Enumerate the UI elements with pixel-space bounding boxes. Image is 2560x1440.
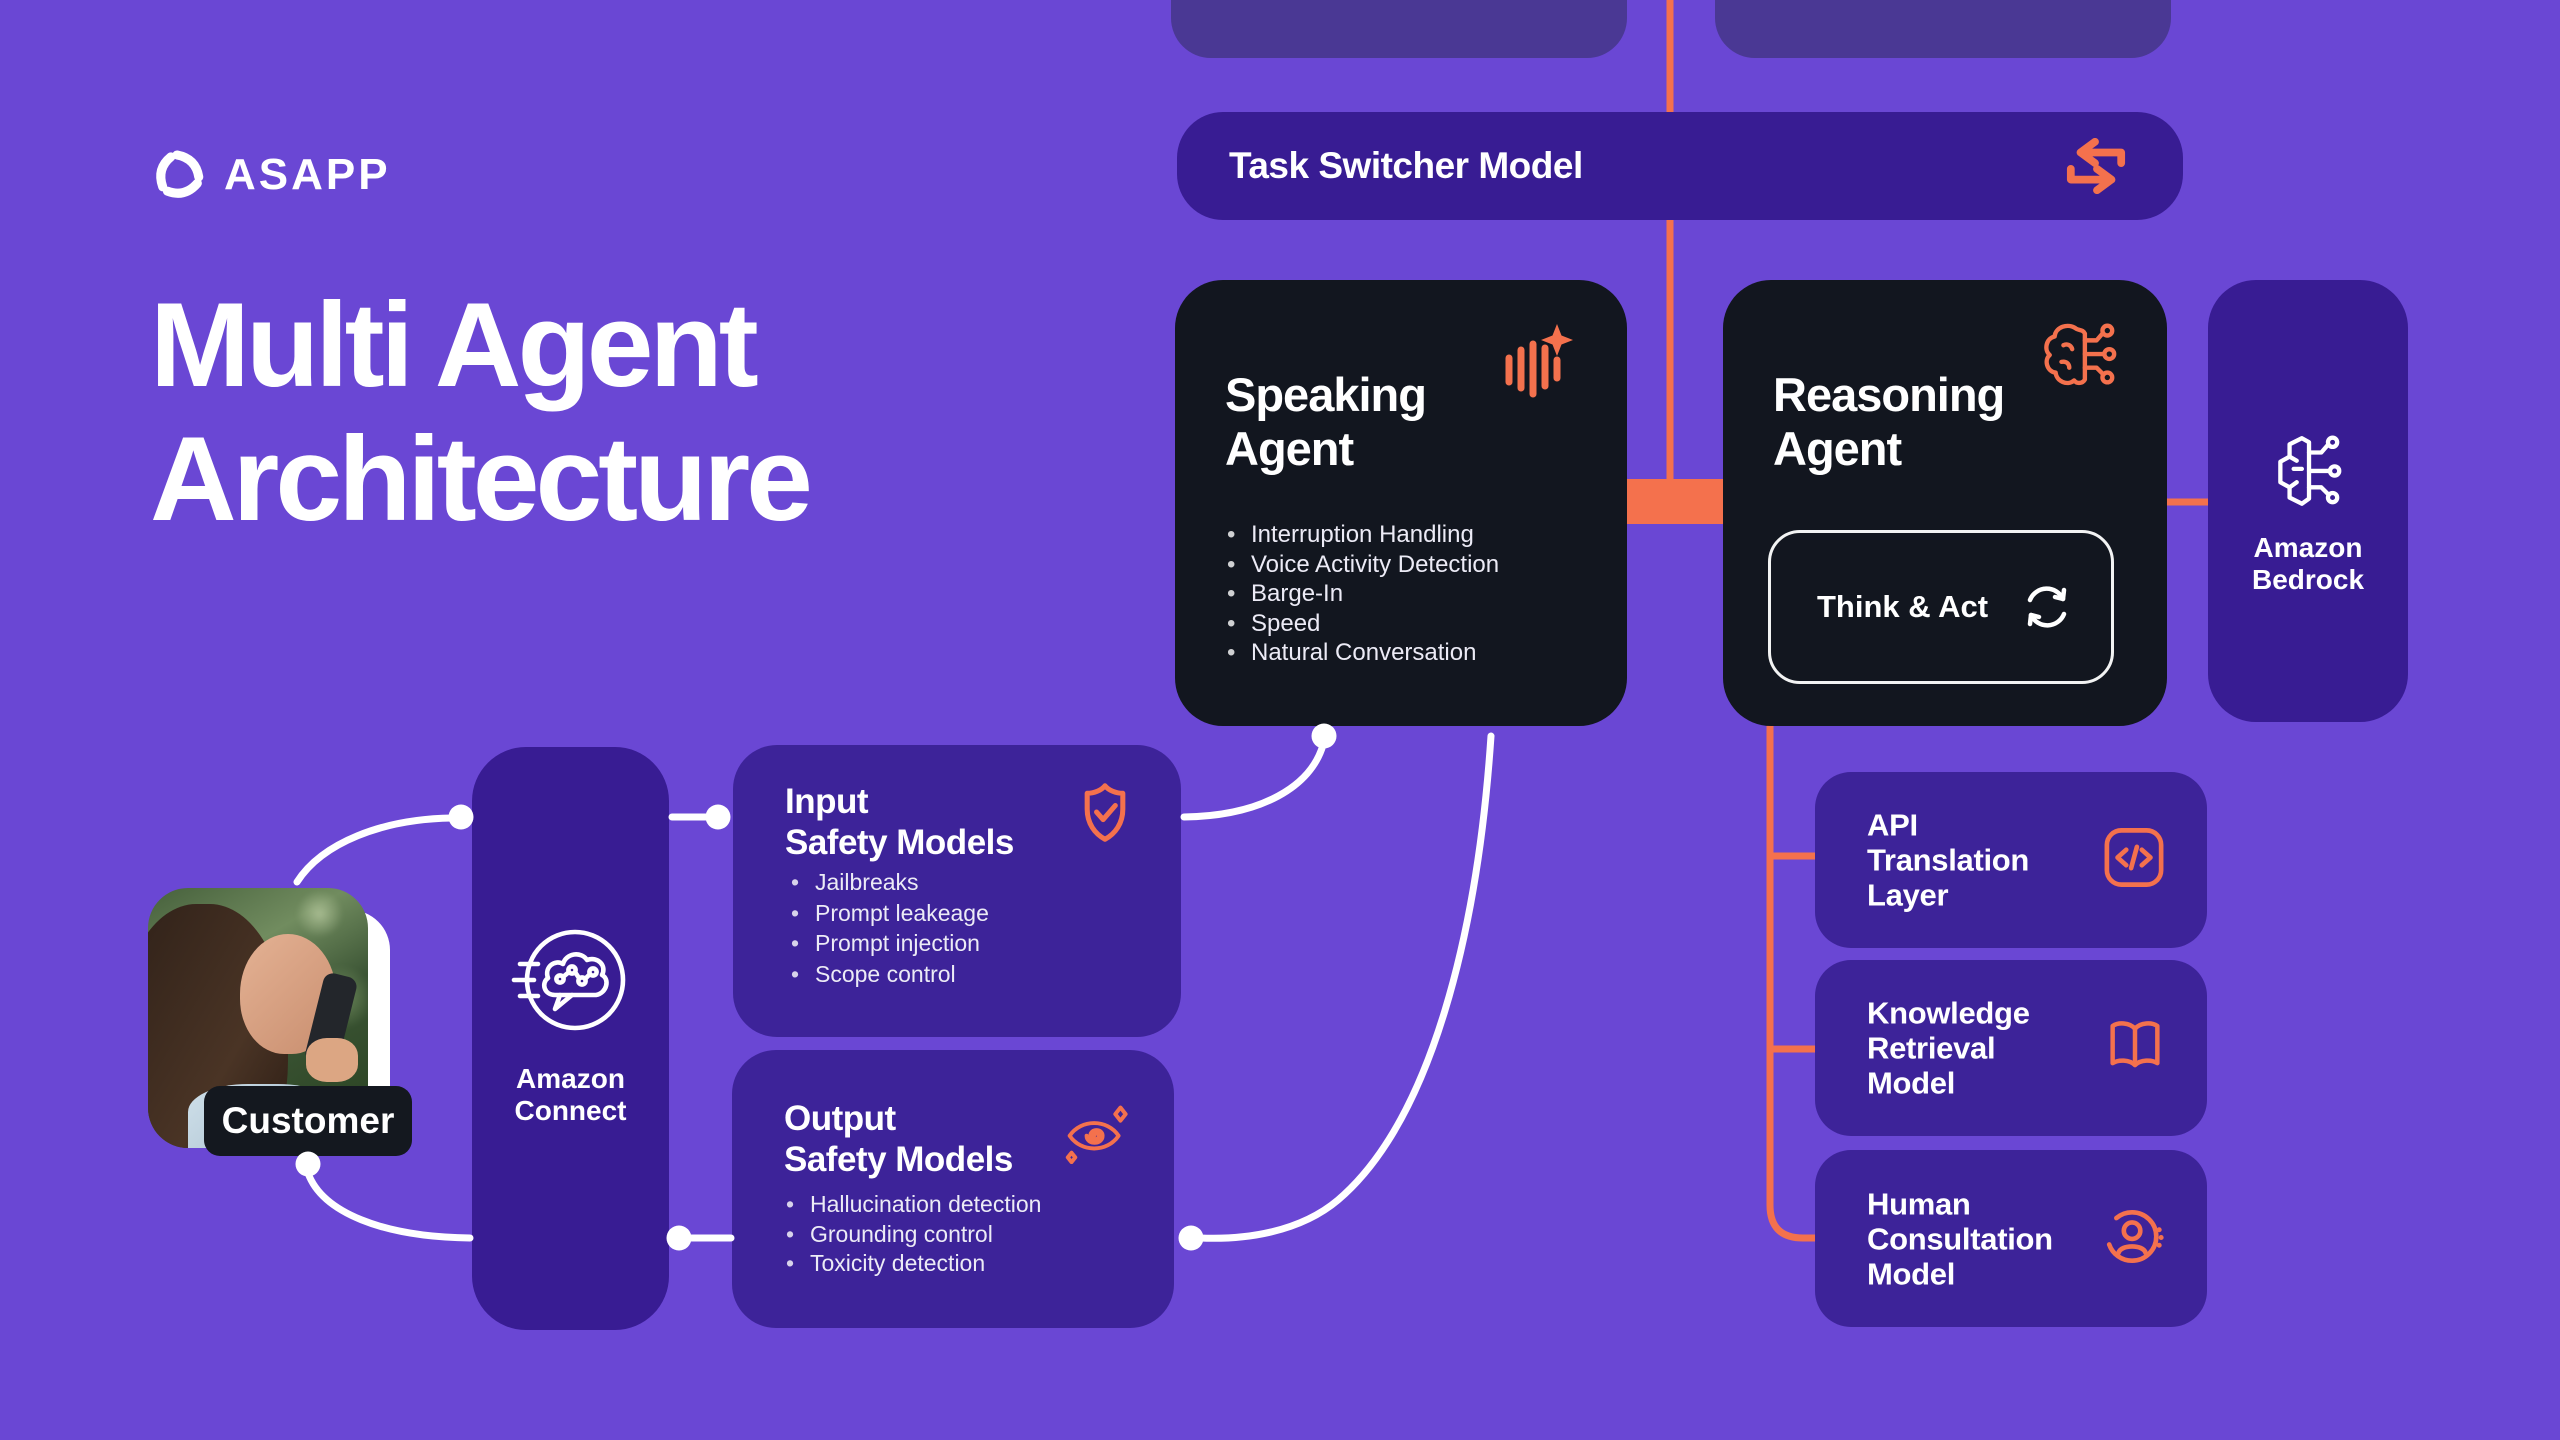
think-act-label: Think & Act [1817, 589, 1989, 624]
knowledge-retrieval-model-card: Knowledge Retrieval Model [1815, 960, 2207, 1136]
list-item: Scope control [789, 959, 989, 990]
customer-label: Customer [204, 1086, 412, 1156]
speaking-agent-bullets: Interruption Handling Voice Activity Det… [1225, 520, 1499, 668]
connect-cloud-icon [510, 919, 632, 1046]
page-title-line2: Architecture [150, 412, 813, 546]
output-safety-title: Output Safety Models [784, 1099, 1013, 1179]
input-safety-bullets: Jailbreaks Prompt leakeage Prompt inject… [789, 867, 989, 989]
sync-arrows-icon [2019, 579, 2075, 640]
list-item: Grounding control [784, 1220, 1041, 1250]
input-safety-title: Input Safety Models [785, 782, 1014, 862]
brand-logo: ASAPP [150, 146, 391, 204]
human-consultation-model-title: Human Consultation Model [1867, 1186, 2053, 1291]
photo-hand [306, 1038, 358, 1082]
list-item: Jailbreaks [789, 867, 989, 898]
bedrock-label: Amazon Bedrock [2251, 532, 2365, 595]
input-safety-models-card: Input Safety Models Jailbreaks Prompt le… [733, 745, 1181, 1037]
waveform-sparkle-icon [1499, 322, 1575, 403]
think-act-box: Think & Act [1768, 530, 2114, 684]
amazon-connect-card: Amazon Connect [472, 747, 669, 1330]
reasoning-agent-title: Reasoning Agent [1773, 368, 2005, 475]
list-item: Speed [1225, 609, 1499, 639]
speaking-agent-card: Speaking Agent Interruption Handling Voi… [1175, 280, 1627, 726]
task-switcher-model-card: Task Switcher Model [1177, 112, 2183, 220]
list-item: Prompt injection [789, 928, 989, 959]
amazon-connect-label: Amazon Connect [514, 1063, 627, 1126]
api-translation-layer-card: API Translation Layer [1815, 772, 2207, 948]
bedrock-brain-icon [2265, 430, 2351, 521]
output-safety-bullets: Hallucination detection Grounding contro… [784, 1190, 1041, 1279]
reasoning-agent-card: Reasoning Agent Think & Act [1723, 280, 2167, 726]
speaking-agent-title: Speaking Agent [1225, 368, 1427, 475]
list-item: Barge-In [1225, 579, 1499, 609]
list-item: Toxicity detection [784, 1249, 1041, 1279]
output-safety-models-card: Output Safety Models Hallucination detec… [732, 1050, 1174, 1328]
list-item: Prompt leakeage [789, 898, 989, 929]
brain-circuit-icon [2039, 320, 2121, 397]
knowledge-retrieval-model-title: Knowledge Retrieval Model [1867, 995, 2030, 1101]
shield-check-icon [1075, 781, 1135, 850]
api-translation-layer-title: API Translation Layer [1867, 807, 2030, 913]
page-title-line1: Multi Agent [150, 278, 759, 412]
book-icon [2105, 1019, 2165, 1078]
code-icon [2103, 827, 2165, 894]
amazon-bedrock-card: Amazon Bedrock [2208, 280, 2408, 722]
human-consultation-model-card: Human Consultation Model [1815, 1150, 2207, 1327]
list-item: Hallucination detection [784, 1190, 1041, 1220]
swap-arrows-icon [2065, 137, 2127, 199]
task-switcher-label: Task Switcher Model [1229, 145, 1583, 186]
person-circle-icon [2103, 1205, 2165, 1272]
asapp-knot-icon [150, 146, 208, 204]
list-item: Interruption Handling [1225, 520, 1499, 550]
top-partial-card-right [1715, 0, 2171, 58]
brand-logo-text: ASAPP [224, 150, 391, 199]
list-item: Voice Activity Detection [1225, 550, 1499, 580]
page-title: Multi Agent Architecture [150, 278, 813, 546]
eye-spiral-icon [1062, 1100, 1130, 1169]
top-partial-card-left [1171, 0, 1627, 58]
list-item: Natural Conversation [1225, 638, 1499, 668]
